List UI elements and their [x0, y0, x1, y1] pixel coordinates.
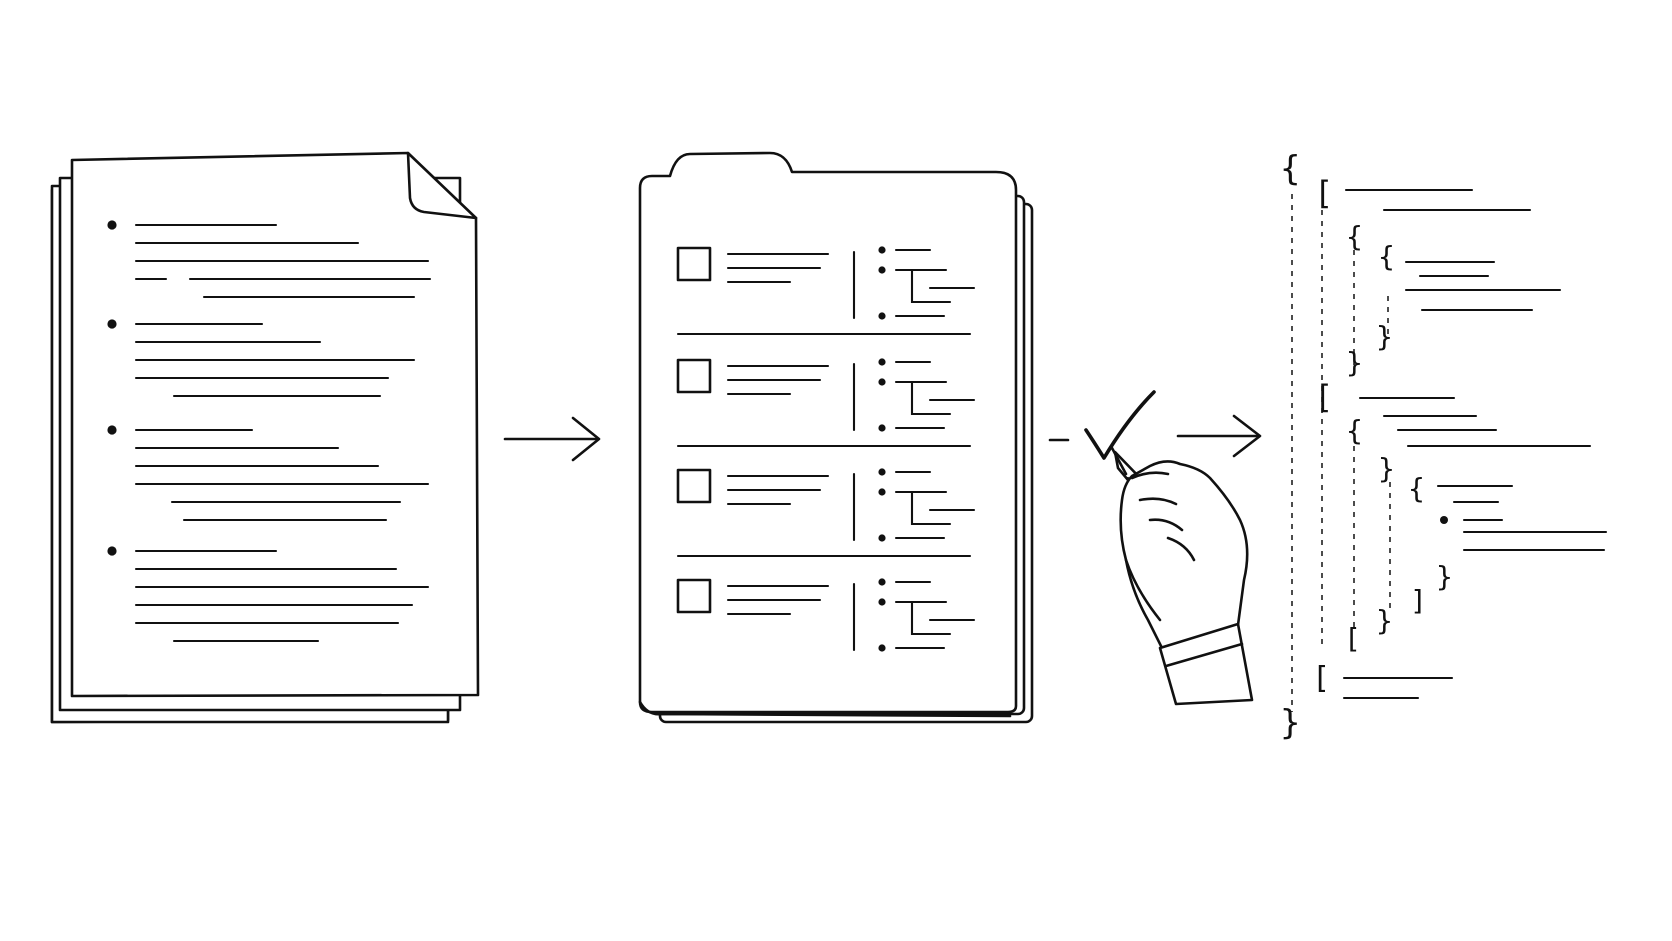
folder-icon [638, 151, 1034, 724]
bullet-dot [878, 488, 886, 496]
close-brace-glyph: } [1378, 452, 1395, 485]
bullet-dot [107, 546, 117, 556]
arrow-right-icon [503, 416, 601, 462]
tree-branch [910, 490, 952, 526]
bullet-dot [878, 266, 886, 274]
bullet-dot [878, 598, 886, 606]
checkbox-icon [676, 358, 712, 394]
review-step [1048, 390, 1262, 706]
checkbox-icon [676, 246, 712, 282]
document-front-page [70, 151, 480, 698]
folder-form-rows [676, 246, 976, 652]
bullet-dot [878, 424, 886, 432]
arrow-right-icon [1176, 414, 1262, 458]
open-bracket-glyph: [ [1314, 378, 1333, 416]
close-bracket-glyph: ] [1410, 584, 1427, 617]
close-brace-glyph: } [1436, 560, 1453, 593]
bullet-dot [878, 534, 886, 542]
open-brace-glyph: { [1280, 149, 1300, 189]
open-brace-glyph: { [1378, 240, 1395, 273]
tree-branch [910, 380, 952, 416]
tree-branch [910, 268, 952, 304]
open-bracket-glyph: [ [1312, 661, 1330, 696]
open-bracket-glyph: [ [1344, 622, 1361, 655]
json-brackets: { [ { {}} [ {} {}]} [ [} [1280, 149, 1453, 743]
hand-with-pen-icon [1110, 446, 1254, 706]
open-brace-glyph: { [1408, 472, 1425, 505]
bullet-dot [878, 468, 886, 476]
document-stack-icon [50, 151, 480, 724]
open-brace-glyph: { [1346, 414, 1363, 447]
checkmark-icon [1084, 390, 1156, 460]
json-value-lines [1342, 188, 1608, 700]
document-bullet-list [107, 220, 432, 643]
checkbox-icon [676, 578, 712, 614]
bullet-dot [878, 358, 886, 366]
bullet-dot [878, 312, 886, 320]
bullet-dot [107, 220, 117, 230]
close-brace-glyph: } [1280, 703, 1300, 743]
bullet-dot [878, 378, 886, 386]
tree-branch [910, 600, 952, 636]
open-bracket-glyph: [ [1314, 174, 1333, 212]
folder-front-panel [638, 151, 1018, 714]
checkbox-icon [676, 468, 712, 504]
bullet-dot [107, 319, 117, 329]
bullet-dot [107, 425, 117, 435]
open-brace-glyph: { [1346, 220, 1363, 253]
page-corner-fold [406, 151, 478, 220]
bullet-dot [1440, 516, 1448, 524]
bullet-dot [878, 578, 886, 586]
bullet-dot [878, 644, 886, 652]
close-brace-glyph: } [1346, 346, 1363, 379]
close-brace-glyph: } [1376, 320, 1393, 353]
json-indent-guides [1291, 194, 1391, 712]
bullet-dot [878, 246, 886, 254]
close-brace-glyph: } [1376, 604, 1393, 637]
json-braces-icon: { [ { {}} [ {} {}]} [ [} [1280, 149, 1608, 743]
